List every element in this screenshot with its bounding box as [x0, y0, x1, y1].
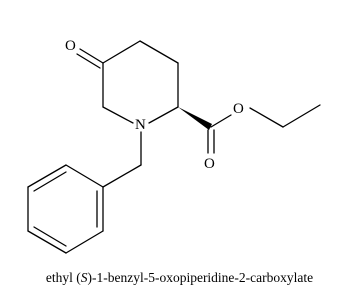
phenyl-bond-4 — [27, 230, 67, 254]
phenyl-ring — [27, 164, 104, 254]
bond-o-ch2 — [249, 107, 284, 128]
piperidine-ring — [102, 40, 179, 124]
phenyl-bond-1 — [65, 164, 104, 188]
phenyl-inner-bond-2 — [33, 226, 67, 247]
bond-c5-o-double-b — [76, 53, 101, 69]
ester-group: O O — [178, 101, 321, 172]
bond-ch2-ch3 — [282, 104, 321, 128]
bond-c5-o-double-a — [79, 48, 104, 64]
bond-n1-c6 — [102, 106, 134, 124]
bond-ch2-phenyl — [102, 164, 142, 188]
atom-label-nitrogen: N — [135, 117, 146, 133]
atom-label-ester-oxygen: O — [233, 101, 244, 117]
benzyl-group — [27, 131, 142, 254]
phenyl-inner-bond-1 — [33, 171, 67, 192]
caption-prefix: ethyl ( — [45, 270, 81, 285]
bond-carbonyl-o-single — [210, 114, 232, 128]
phenyl-bond-2 — [27, 164, 67, 188]
bond-c4-c3 — [139, 40, 179, 64]
caption-suffix: )-1-benzyl-5-oxopiperidine-2-carboxylate — [87, 270, 314, 285]
ketone-group: O — [65, 38, 104, 69]
phenyl-bond-5 — [65, 230, 104, 254]
wedge-bond-c2-carbonyl — [178, 107, 212, 130]
atom-label-ketone-oxygen: O — [65, 38, 76, 54]
bond-c2-n1 — [148, 106, 179, 124]
bond-c5-c4 — [102, 40, 141, 64]
atom-label-carbonyl-oxygen: O — [204, 156, 215, 172]
caption-stereo-descriptor: S — [80, 270, 88, 285]
compound-name-caption: ethyl (S)-1-benzyl-5-oxopiperidine-2-car… — [0, 270, 359, 286]
